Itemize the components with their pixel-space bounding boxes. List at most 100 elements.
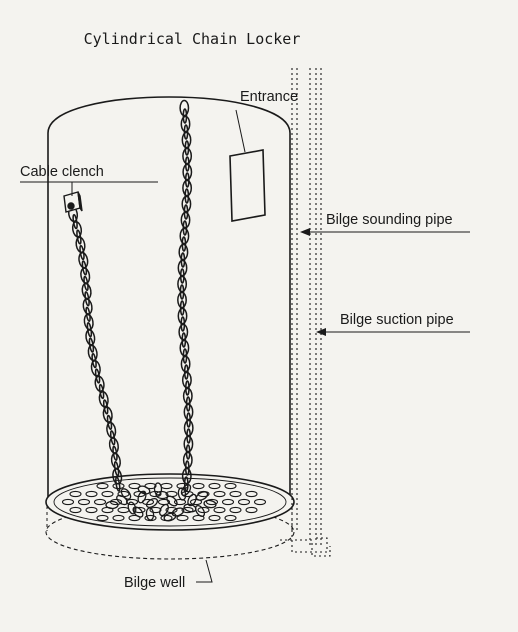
chain-link [181, 131, 192, 149]
pile-link [120, 488, 132, 500]
grating-hole [224, 482, 237, 490]
grating-hole [181, 506, 194, 514]
chain-link [82, 298, 93, 315]
diagram-title: Cylindrical Chain Locker [83, 30, 301, 48]
chain-link [180, 355, 191, 373]
sounding-arrowhead [300, 228, 310, 236]
grating-hole [149, 490, 162, 498]
pile-link [171, 507, 185, 517]
grating-hole [128, 514, 141, 522]
pile-link [132, 506, 144, 518]
grating-hole [237, 498, 251, 506]
chain-link [177, 307, 188, 325]
grating-hole [208, 514, 221, 522]
pile-link [145, 507, 155, 521]
pile-link [195, 491, 209, 501]
chain-link [71, 221, 83, 238]
pile-link [137, 490, 147, 504]
pile-link [145, 498, 159, 508]
chain-link [88, 337, 95, 353]
grating-hole [192, 482, 205, 490]
chain-link [80, 267, 91, 284]
chain-link [179, 339, 190, 357]
grating-hole [229, 490, 242, 498]
grating-hole [69, 490, 82, 498]
bilge-well-leader [196, 559, 213, 583]
chain-link [102, 406, 113, 423]
grating-hole [245, 490, 258, 498]
grating-hole [224, 514, 237, 522]
grating-inner-rim [53, 477, 287, 527]
pile-link [105, 500, 119, 510]
grating-hole [213, 506, 226, 514]
grating-hole [208, 482, 221, 490]
cable-clench-label: Cable clench [20, 164, 104, 180]
pile-link [194, 504, 206, 518]
chain-link [183, 419, 194, 437]
chain-link [179, 284, 185, 300]
entrance-label: Entrance [240, 89, 299, 105]
grating-hole [213, 490, 226, 498]
grating-hole [253, 498, 267, 506]
grating-hole [149, 506, 162, 514]
chain-link [178, 243, 189, 261]
chain-link [178, 323, 189, 341]
grating-hole [85, 490, 98, 498]
chain-link [81, 282, 92, 300]
grating-hole [85, 506, 98, 514]
chain-link [177, 291, 187, 309]
chain-link [83, 313, 94, 331]
chain-link [179, 300, 185, 316]
chain-link [94, 375, 105, 392]
grating-hole [101, 490, 114, 498]
pile-link [163, 512, 177, 522]
grating-hole [112, 514, 125, 522]
chain-link [110, 452, 121, 470]
grating-hole [245, 506, 258, 514]
chain-link [112, 468, 123, 485]
chain-link [181, 371, 192, 389]
chain-link [183, 435, 194, 453]
chain-link [179, 99, 190, 117]
chain-link [183, 476, 189, 492]
chain-link [183, 403, 194, 421]
chain-link [185, 396, 191, 412]
chain-link [182, 147, 193, 165]
pile-link [203, 499, 217, 509]
chain-link [184, 156, 190, 172]
leader-arrowheads [300, 228, 326, 336]
suction-pipe-foot [291, 530, 328, 553]
grating-hole [229, 506, 242, 514]
pile-link [187, 493, 197, 507]
grating-hole [61, 498, 75, 506]
cable-clench-bracket [63, 191, 83, 213]
chain-link [177, 275, 188, 293]
chain-link [98, 391, 109, 408]
middle-chain [177, 99, 194, 492]
leader-lines [20, 109, 470, 583]
chain-link [180, 115, 191, 133]
grating-hole [176, 514, 189, 522]
chain-link [182, 179, 193, 197]
pile-link [153, 482, 163, 496]
chain-link [179, 268, 185, 284]
chain-link [186, 428, 191, 444]
chain-pile [105, 482, 217, 522]
chain-link [182, 387, 193, 405]
chain-link [177, 259, 188, 277]
grating-hole [221, 498, 235, 506]
chain-link [90, 360, 101, 377]
grating-hole [96, 514, 109, 522]
grating-hole [69, 506, 82, 514]
pile-link [180, 484, 192, 496]
grating-hole [133, 506, 146, 514]
bilge-pipes [280, 68, 331, 557]
pile-link [159, 503, 169, 517]
chain-link [85, 329, 96, 346]
chain-link [184, 172, 190, 188]
bilge-well-label: Bilge well [124, 575, 186, 591]
grating-hole [93, 498, 107, 506]
chain-link [181, 467, 192, 485]
